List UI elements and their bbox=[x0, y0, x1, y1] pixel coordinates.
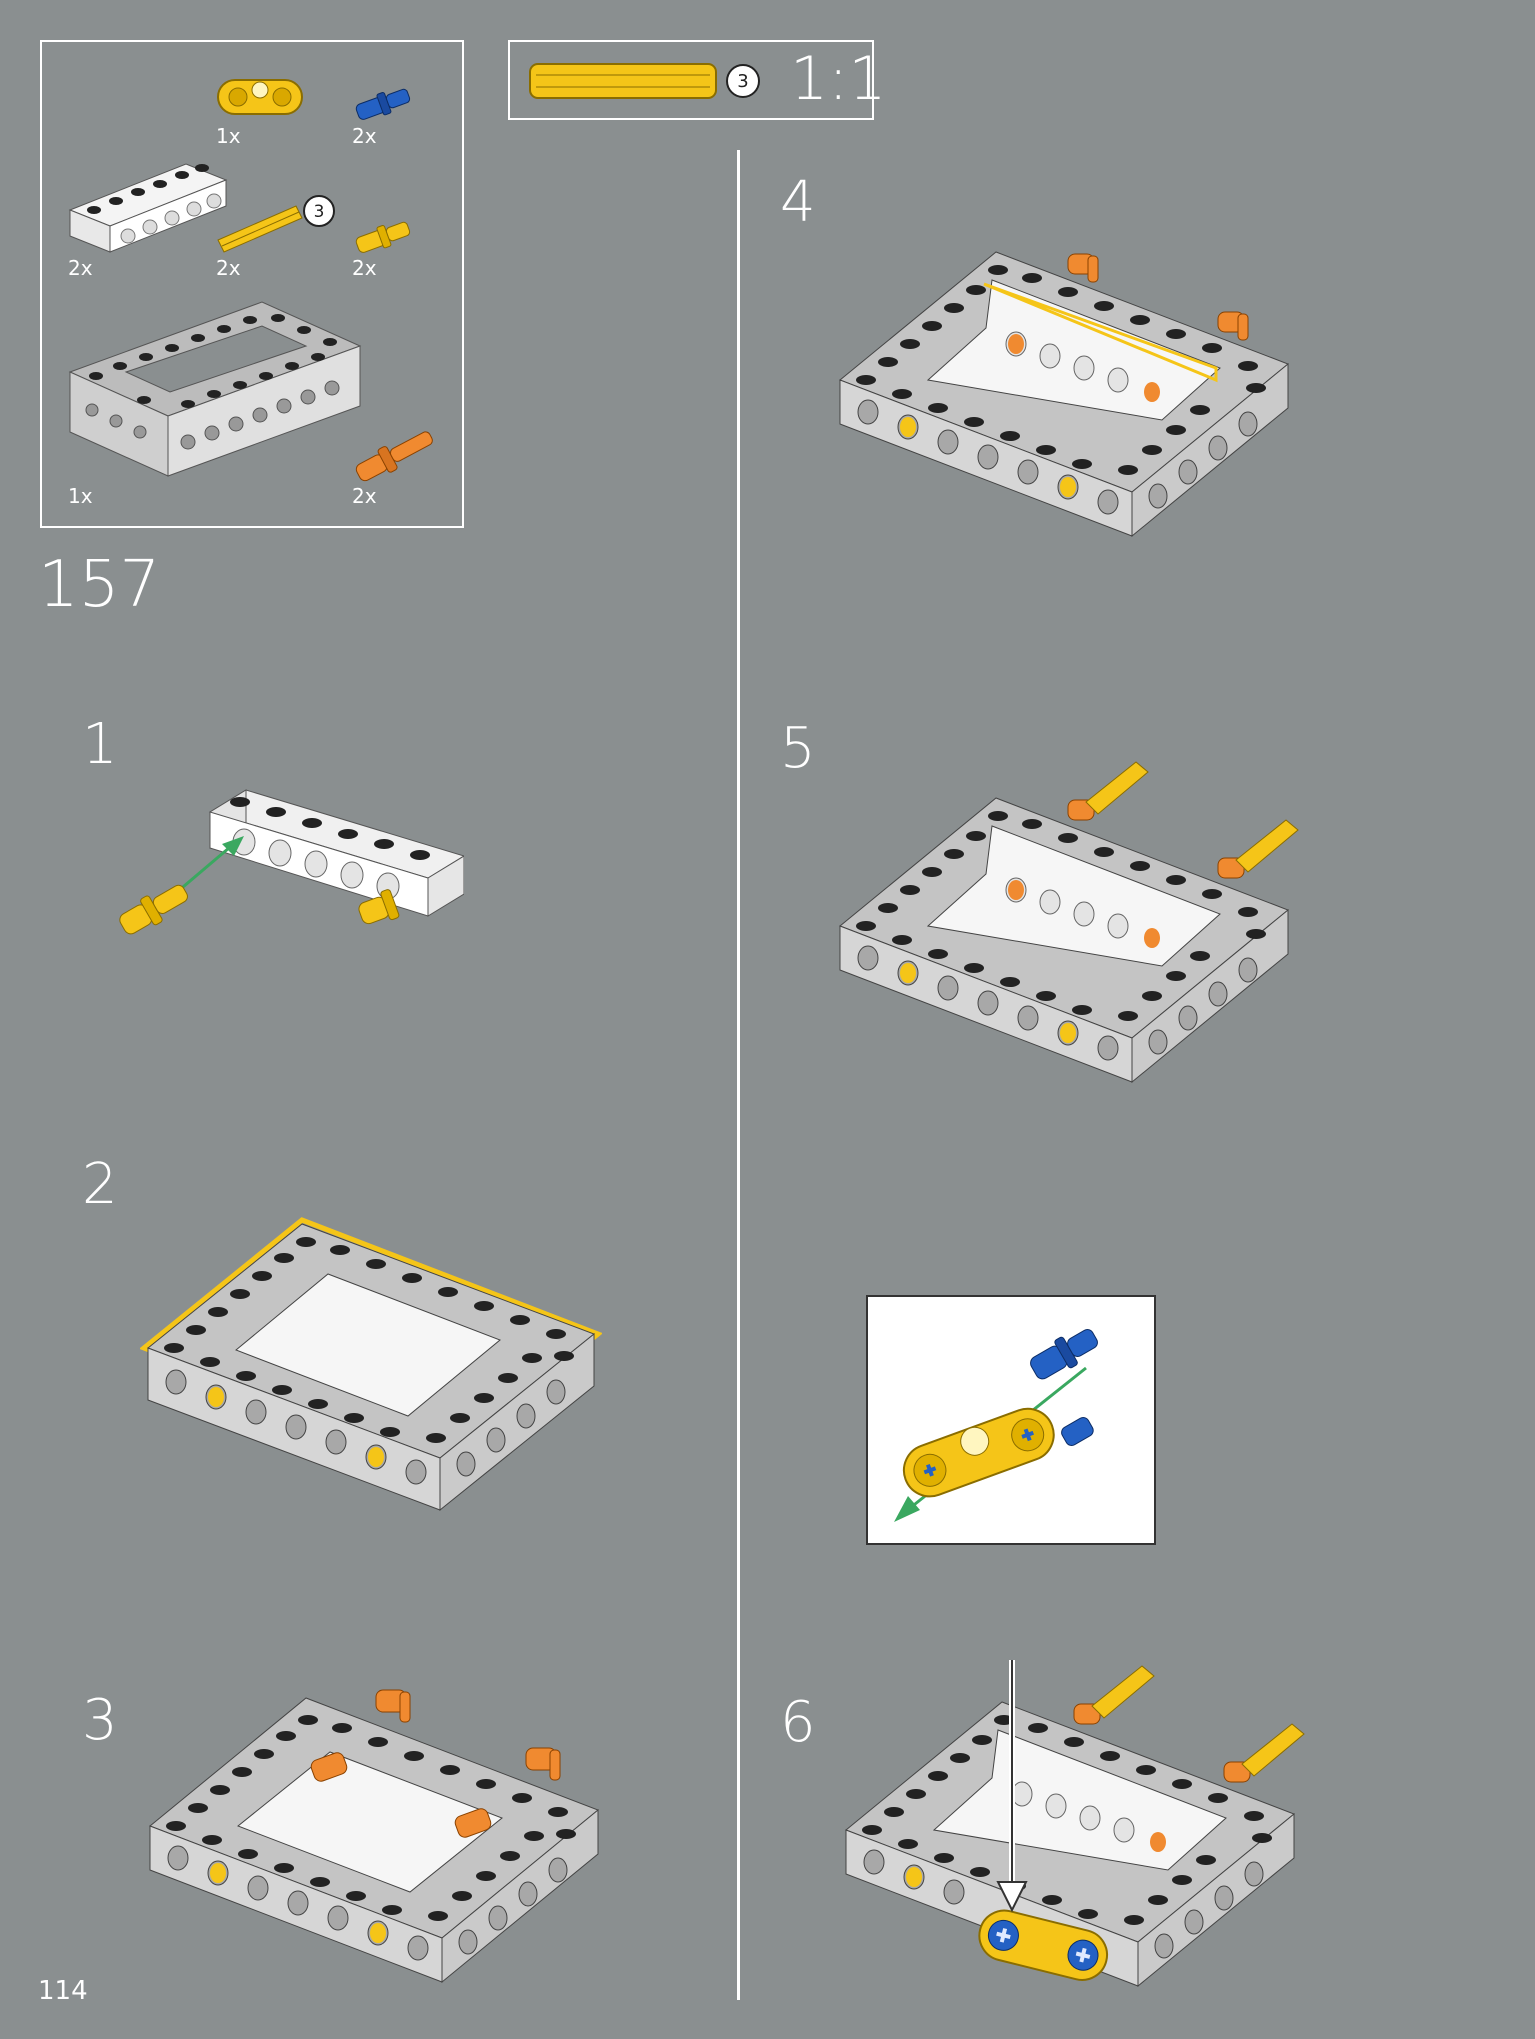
blue-pin-part-icon bbox=[355, 88, 411, 120]
blue-pin-qty: 2x bbox=[352, 124, 377, 148]
step-4-illustration bbox=[839, 251, 1289, 538]
step-2-illustration bbox=[140, 1217, 602, 1512]
step-number-4: 4 bbox=[780, 170, 816, 235]
yellow-connector-qty: 1x bbox=[216, 124, 241, 148]
scale-length-number: 3 bbox=[737, 71, 748, 92]
page-number: 114 bbox=[38, 1976, 88, 2006]
step-3-illustration bbox=[149, 1689, 599, 1984]
column-divider bbox=[737, 150, 740, 2000]
yellow-axle-qty: 2x bbox=[216, 256, 241, 280]
orange-pin-part-icon bbox=[355, 431, 433, 482]
main-step-number: 157 bbox=[38, 548, 161, 622]
yellow-axle-part-icon bbox=[217, 205, 303, 253]
step-number-5: 5 bbox=[780, 716, 816, 781]
scale-length-circle: 3 bbox=[726, 64, 760, 98]
yellow-pin-qty: 2x bbox=[352, 256, 377, 280]
step-number-6: 6 bbox=[780, 1690, 816, 1755]
white-beam-qty: 2x bbox=[68, 256, 93, 280]
step-number-1: 1 bbox=[82, 712, 118, 777]
step-6-illustration bbox=[845, 1660, 1305, 1988]
callout-illustration bbox=[894, 1329, 1098, 1522]
step-1-illustration bbox=[119, 789, 464, 935]
axle-length-circle: 3 bbox=[303, 195, 335, 227]
parts-list-box bbox=[40, 40, 464, 528]
step-5-illustration bbox=[839, 761, 1299, 1084]
yellow-pin-part-icon bbox=[355, 221, 411, 253]
axle-scale-icon bbox=[529, 63, 717, 99]
white-beam-part-icon bbox=[68, 163, 228, 253]
scale-reference-box bbox=[508, 40, 874, 120]
orange-pin-qty: 2x bbox=[352, 484, 377, 508]
scale-label: 1:1 bbox=[790, 44, 887, 114]
yellow-connector-part-icon bbox=[217, 79, 303, 115]
step-number-3: 3 bbox=[82, 1688, 118, 1753]
axle-length-number: 3 bbox=[314, 202, 325, 222]
gray-frame-part-icon bbox=[68, 301, 362, 477]
gray-frame-qty: 1x bbox=[68, 484, 93, 508]
step-number-2: 2 bbox=[82, 1152, 118, 1217]
